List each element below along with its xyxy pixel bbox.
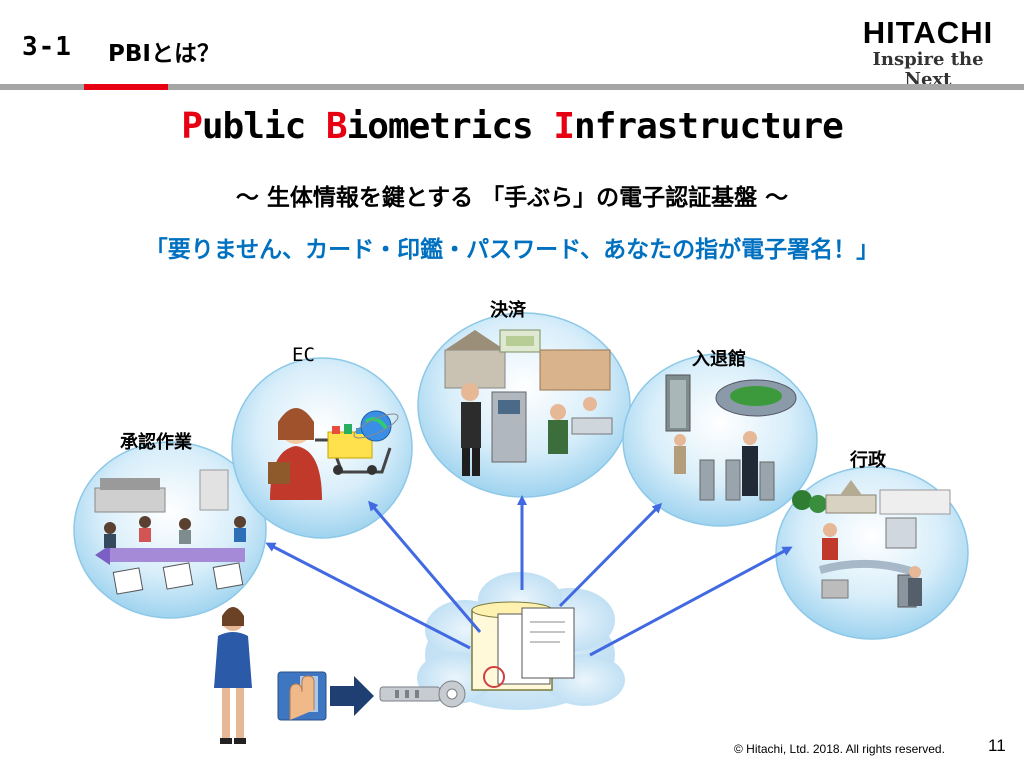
title-initial-b: B	[325, 106, 348, 147]
arrow-right-icon	[330, 676, 374, 716]
bubble-ec	[231, 357, 413, 539]
label-payment: 決済	[490, 300, 526, 321]
bubble-approval	[73, 441, 267, 619]
section-number: 3-1	[22, 32, 72, 62]
logo-brand: HITACHI	[862, 15, 994, 50]
label-access: 入退館	[692, 349, 746, 370]
section-title: PBIとは？	[108, 41, 220, 67]
title-word-infrastructure: nfrastructure	[574, 106, 844, 147]
distribution-arrows	[265, 495, 793, 657]
bubble-government	[775, 466, 969, 640]
header-rule-accent	[84, 84, 168, 90]
title-initial-i: I	[553, 106, 575, 147]
fingerprint-scanner-icon	[277, 671, 327, 721]
hitachi-logo: HITACHI Inspire the Next	[848, 16, 1008, 90]
title-initial-p: P	[181, 106, 203, 147]
label-approval: 承認作業	[120, 432, 192, 453]
title-word-public: ublic	[201, 106, 326, 147]
main-title: Public Biometrics Infrastructure	[0, 106, 1024, 147]
certificate-cloud	[417, 572, 625, 710]
header-rule	[0, 84, 1024, 90]
subtitle: ～ 生体情報を鍵とする 「手ぶら」の電子認証基盤 ～	[235, 185, 789, 211]
copyright: © Hitachi, Ltd. 2018. All rights reserve…	[734, 742, 945, 756]
woman-figure	[214, 607, 252, 744]
tagline: 「要りません、カード・印鑑・パスワード、あなたの指が電子署名！」	[144, 237, 880, 263]
key-icon	[379, 680, 466, 708]
label-government: 行政	[850, 450, 886, 471]
bubble-payment	[417, 312, 631, 498]
page-number: 11	[988, 736, 1006, 755]
bubble-access	[622, 353, 818, 527]
label-ec: EC	[292, 344, 315, 366]
title-word-biometrics: iometrics	[346, 106, 554, 147]
